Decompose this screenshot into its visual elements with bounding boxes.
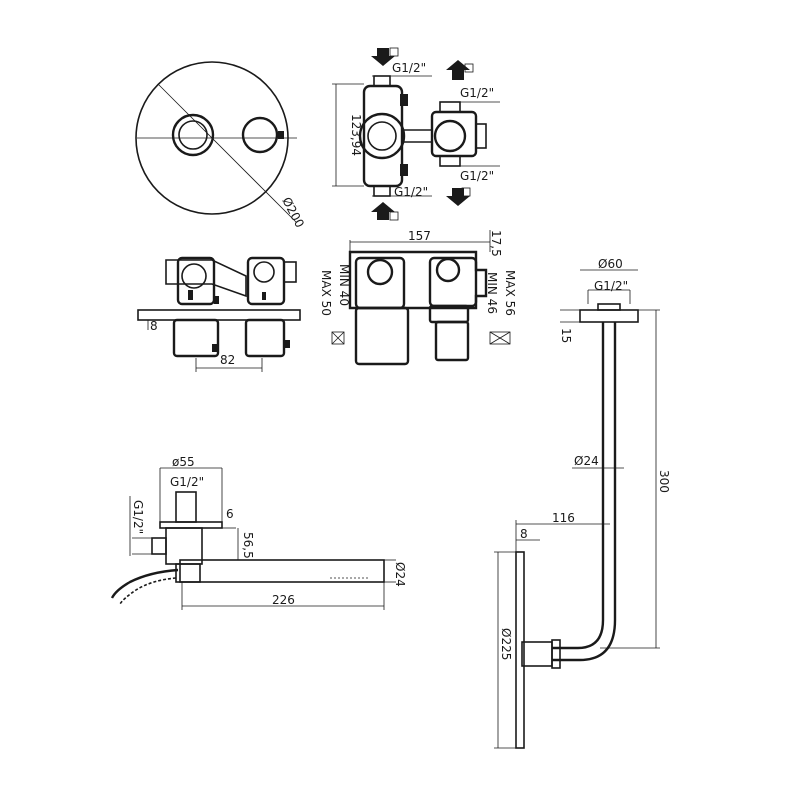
spout-diameter-label: Ø24 — [393, 562, 407, 587]
thread-right-top-label: G1/2" — [460, 86, 494, 100]
depth-right-min-label: MIN 46 — [485, 272, 499, 314]
shower-flange-height-label: 15 — [559, 328, 573, 343]
inlet-arrow-bottom-left — [371, 202, 399, 221]
depth-left-min-label: MIN 40 — [337, 264, 351, 306]
front-view-plate: Ø200 — [135, 61, 307, 230]
spout-length-label: 226 — [272, 593, 295, 607]
head-thickness-label: 8 — [520, 527, 528, 541]
arm-diameter-label: Ø24 — [574, 454, 599, 468]
mixer-side-view: 8 82 — [137, 256, 301, 372]
bath-spout-assembly: ø55 G1/2" G1/2" 6 56,5 Ø24 226 — [110, 455, 407, 610]
shower-arm-assembly: G1/2" Ø60 15 Ø24 300 116 8 Ø225 — [494, 257, 671, 749]
spout-thread-label: G1/2" — [170, 475, 204, 489]
left-knob — [171, 113, 215, 157]
depth-icon-right — [489, 331, 511, 345]
arm-height-label: 300 — [657, 470, 671, 493]
valve-body-side-view: 157 17,5 MIN 40 MAX 50 MIN 46 MAX 56 — [319, 229, 517, 366]
handle-spacing-label: 82 — [220, 353, 235, 367]
shower-flange-label: Ø60 — [598, 257, 623, 271]
inlet-arrow-top-left — [371, 47, 399, 66]
depth-left-max-label: MAX 50 — [319, 270, 333, 316]
spout-flange-label: ø55 — [172, 455, 195, 469]
spout-height-label: 56,5 — [241, 532, 255, 559]
outlet-arrow-top-right — [446, 60, 474, 80]
plate-diameter-label: Ø200 — [279, 195, 307, 230]
spout-side-thread-label: G1/2" — [131, 500, 145, 534]
outlet-arrow-bottom-right — [446, 187, 471, 206]
depth-right-max-label: MAX 56 — [503, 270, 517, 316]
thread-bottom-label: G1/2" — [394, 185, 428, 199]
right-knob — [241, 116, 284, 154]
thread-right-bottom-label: G1/2" — [460, 169, 494, 183]
arm-reach-label: 116 — [552, 511, 575, 525]
body-offset-label: 17,5 — [489, 230, 503, 257]
body-width-label: 157 — [408, 229, 431, 243]
valve-body-top-view: 123,94 G1/2" G1/2" G1/2" G1/2" — [332, 47, 500, 221]
body-height-label: 123,94 — [349, 114, 363, 156]
spout-flange-height-label: 6 — [226, 507, 234, 521]
shower-thread-label: G1/2" — [594, 279, 628, 293]
plate-thickness-label: 8 — [150, 319, 158, 333]
thread-top-label: G1/2" — [392, 61, 426, 75]
head-diameter-label: Ø225 — [499, 628, 513, 660]
depth-icon-left — [331, 331, 345, 345]
